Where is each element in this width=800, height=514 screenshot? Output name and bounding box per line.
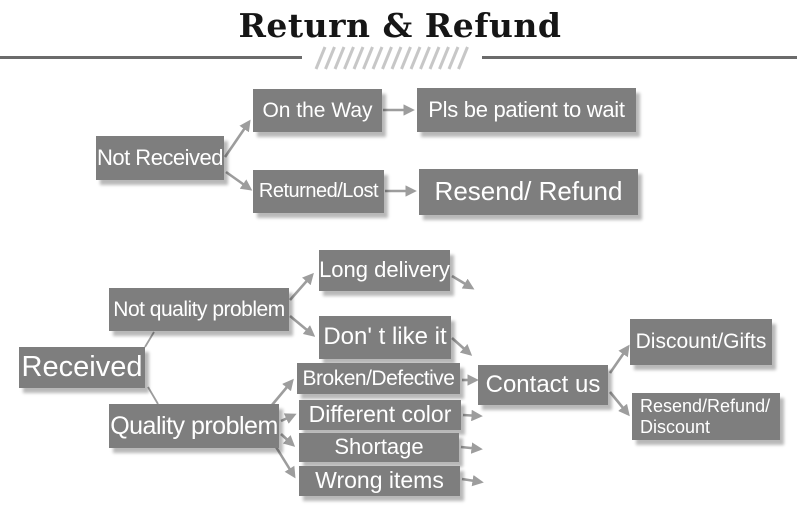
connector-arrow xyxy=(289,272,314,301)
flow-node-not-received: Not Received xyxy=(96,136,224,180)
connector-arrow xyxy=(608,344,630,374)
flow-node-quality-problem: Quality problem xyxy=(109,404,279,448)
flow-node-dont-like-it: Don' t like it xyxy=(319,316,451,359)
divider-line-left xyxy=(0,56,302,59)
flow-node-not-quality-problem: Not quality problem xyxy=(109,288,289,331)
flow-node-resend-refund-discount: Resend/Refund/ Discount xyxy=(632,393,780,440)
flow-node-returned-lost: Returned/Lost xyxy=(253,170,384,213)
page-title: Return & Refund xyxy=(238,6,562,45)
flow-node-contact-us: Contact us xyxy=(478,365,608,405)
flow-node-long-delivery: Long delivery xyxy=(319,250,450,291)
flow-node-broken-defective: Broken/Defective xyxy=(297,363,460,394)
flow-node-on-the-way: On the Way xyxy=(253,89,382,132)
flow-node-shortage: Shortage xyxy=(299,433,459,462)
connector-arrow xyxy=(451,274,475,290)
flow-node-resend-refund: Resend/ Refund xyxy=(419,169,638,215)
flow-node-different-color: Different color xyxy=(299,400,461,430)
flow-node-wrong-items: Wrong items xyxy=(299,466,460,496)
connector-arrow xyxy=(289,314,316,337)
hatch-decoration-icon xyxy=(314,46,469,70)
connector-arrow xyxy=(271,378,294,406)
connector-arrow xyxy=(280,413,297,424)
connector-arrow xyxy=(274,446,296,479)
connector-arrow xyxy=(223,119,251,158)
connector-arrow xyxy=(462,409,483,422)
connector-arrow xyxy=(608,391,630,417)
connector-arrow xyxy=(225,170,253,191)
connector-arrow xyxy=(451,337,473,356)
connector-line xyxy=(147,386,159,405)
connector-line xyxy=(144,331,155,348)
connector-arrow xyxy=(460,442,483,454)
flow-node-pls-be-patient: Pls be patient to wait xyxy=(417,88,636,132)
divider-line-right xyxy=(482,56,797,59)
flow-node-received: Received xyxy=(19,347,145,388)
flow-node-discount-gifts: Discount/Gifts xyxy=(630,319,772,365)
connector-arrow xyxy=(280,433,296,447)
connector-arrow xyxy=(461,475,484,487)
